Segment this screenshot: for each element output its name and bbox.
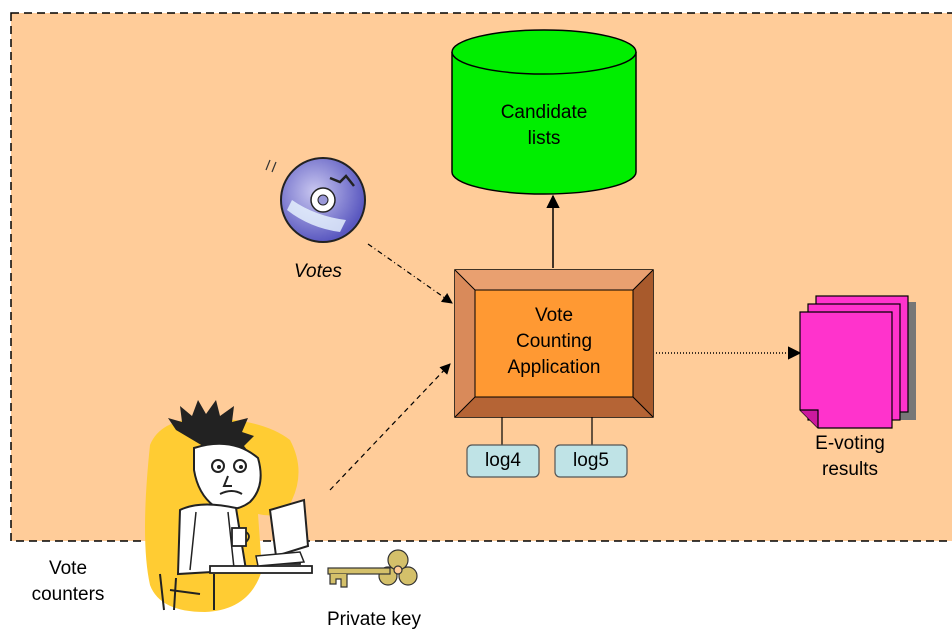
votes-to-app-arrow	[367, 243, 453, 304]
log5-box	[554, 444, 628, 478]
app-label: Vote Counting Application	[475, 303, 633, 381]
vote-counters-line2: counters	[31, 584, 105, 605]
log4-label: log4	[485, 450, 521, 471]
database-label-line1: Candidate	[500, 102, 588, 123]
results-label-line1: E-voting	[815, 433, 885, 454]
private-key-label: Private key	[327, 609, 421, 630]
log4-box	[466, 444, 540, 478]
results-label-line2: results	[822, 459, 878, 480]
database-label: Candidate lists	[452, 100, 636, 152]
results-documents-icon	[799, 295, 916, 429]
vote-counters-line1: Vote	[48, 558, 88, 579]
cd-icon	[265, 157, 366, 243]
vote-counting-application-box	[454, 269, 654, 418]
app-label-line1: Vote	[534, 305, 574, 326]
key-icon	[327, 549, 418, 588]
votes-label: Votes	[294, 261, 342, 282]
vote-counters-label: Vote counters	[18, 556, 118, 608]
vote-counter-person-icon	[145, 400, 313, 612]
database-label-line2: lists	[527, 128, 561, 149]
candidate-lists-database	[451, 29, 637, 195]
app-label-line2: Counting	[515, 331, 593, 352]
app-label-line3: Application	[507, 357, 601, 378]
log5-label: log5	[573, 450, 609, 471]
counters-to-app-arrow	[329, 363, 451, 491]
results-label: E-voting results	[795, 431, 905, 483]
